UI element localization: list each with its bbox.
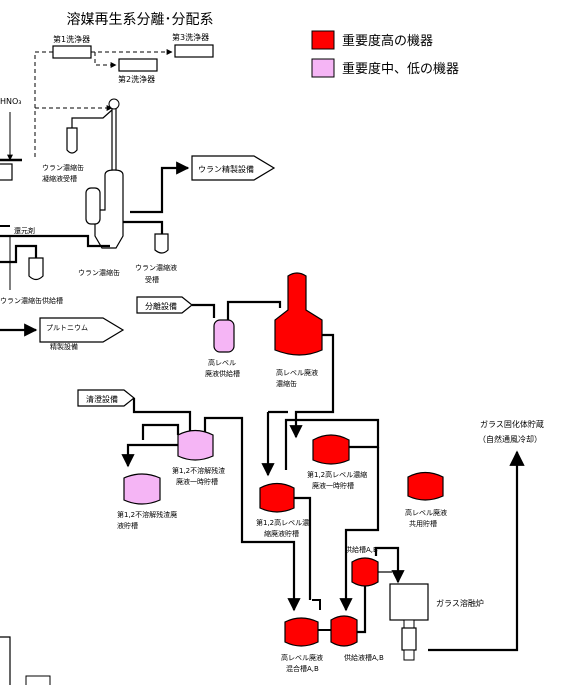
legend-high-label: 重要度高の機器 [342,33,433,49]
hlw-evaporator-label-2: 濃縮缶 [276,379,297,388]
hlw-feed-tank-label-1: 高レベル [208,358,236,367]
hno3-label: HNO₃ [0,97,22,106]
uranium-evaporator-label: ウラン濃縮缶 [78,268,120,277]
hlw-evaporator [274,272,323,356]
washer-1-box [52,45,92,59]
washer-2-label: 第2洗浄器 [118,74,155,84]
hlw-conc-storage-label-1: 第1,2高レベル濃 [256,518,309,527]
glass-storage-label-1: ガラス固化体貯蔵 [480,419,544,429]
clarification-section: 清澄設備 第1,2不溶解残渣 廃液一時貯槽 第1,2不溶解残渣廃 液貯槽 [77,389,301,612]
insol-storage-label-2: 液貯槽 [117,521,138,530]
hlw-feed-tank [213,319,235,353]
reductant-label: 還元剤 [14,226,35,235]
legend-high-swatch [311,30,335,50]
supply-liquid-label: 供給液槽A,B [344,653,384,662]
uranium-concentrate-receiver [154,233,169,254]
supply-tank [351,557,379,587]
washer-3-label: 第3洗浄器 [172,32,209,42]
separation-label: 分離設備 [145,301,177,311]
clarification-facility [77,389,135,407]
uranium-conc-receiver-label-1: ウラン濃縮液 [135,263,177,272]
diagram-title: 溶媒再生系分離･分配系 [67,11,214,28]
washer-3-box [174,44,214,58]
separation-facility [136,296,193,314]
uranium-refining-label: ウラン精製設備 [198,164,254,174]
hlw-conc-storage-label-2: 縮廃液貯槽 [264,529,299,538]
uranium-evaporator [94,169,124,249]
hlw-concentration-section: 分離設備 高レベル 廃液供給槽 高レベル廃液 濃縮缶 [136,272,335,439]
hlw-mixing-tank [284,617,319,647]
hlw-mixing-label-2: 混合槽A,B [286,664,319,673]
washer-1-label: 第1洗浄器 [53,34,90,44]
plutonium-section: プルトニウム 精製設備 [0,317,125,351]
glass-melter-label: ガラス溶融炉 [436,598,484,608]
uranium-refining-facility [191,155,276,181]
insol-temp-label-2: 廃液一時貯槽 [176,477,218,486]
hlw-conc-temp-label-2: 廃液一時貯槽 [312,481,354,490]
insol-storage-label-1: 第1,2不溶解残渣廃 [117,510,177,519]
uranium-conc-receiver-label-2: 受槽 [145,275,159,284]
left-vessel [0,163,13,181]
hlw-common-storage-tank [407,471,444,501]
insoluble-residue-storage-tank [123,473,161,505]
glass-melter [389,583,429,621]
hlw-conc-temp-label-1: 第1,2高レベル濃縮 [307,470,367,479]
insoluble-residue-temp-tank [177,429,214,461]
supply-tank-label: 供給槽A,B [345,545,378,554]
solvent-washers: 第1洗浄器 第2洗浄器 第3洗浄器 [34,32,214,160]
uranium-cond-receiver-label-1: ウラン濃縮缶 [42,163,84,172]
insol-temp-label-1: 第1,2不溶解残渣 [172,466,225,475]
legend: 重要度高の機器 重要度中、低の機器 [311,30,459,78]
hlw-common-storage-label-2: 共用貯槽 [409,519,437,528]
hlw-evaporator-label-1: 高レベル廃液 [276,368,318,377]
glass-storage-label-2: （自然通風冷却） [478,434,542,444]
plutonium-refining-label-1: プルトニウム [46,324,88,332]
hlw-common-storage-label-1: 高レベル廃液 [405,508,447,517]
hlw-mixing-label-1: 高レベル廃液 [281,653,323,662]
legend-midlow-swatch [311,58,335,78]
uranium-feed-tank [28,257,44,281]
condenser-valve [108,98,120,110]
hlw-storage-section: 第1,2高レベル濃縮 廃液一時貯槽 第1,2高レベル濃 縮廃液貯槽 高レベル廃液… [256,410,447,612]
plutonium-refining-label-2: 精製設備 [50,342,78,351]
uranium-cond-receiver-label-2: 凝縮液受槽 [42,174,77,183]
clarification-label: 清澄設備 [86,394,118,404]
uranium-feed-tank-label: ウラン濃縮缶供給槽 [0,296,63,305]
canister [401,627,417,651]
uranium-section: ウラン濃縮缶 凝縮液受槽 ウラン濃縮缶 ウラン濃縮液 受槽 ウラン精製設備 還元… [0,98,276,305]
plutonium-refining-facility [39,317,125,343]
mixing-supply-section: 高レベル廃液 混合槽A,B 供給液槽A,B 供給槽A,B ガラス溶融炉 ガラス固… [281,419,544,673]
hlw-conc-temp-tank [312,434,350,465]
hlw-feed-tank-label-2: 廃液供給槽 [205,369,240,378]
washer-2-box [118,58,158,72]
uranium-condensate-receiver [66,127,78,154]
legend-midlow-label: 重要度中、低の機器 [342,61,459,77]
supply-liquid-tank [330,615,358,647]
hlw-conc-storage-tank [259,482,295,513]
